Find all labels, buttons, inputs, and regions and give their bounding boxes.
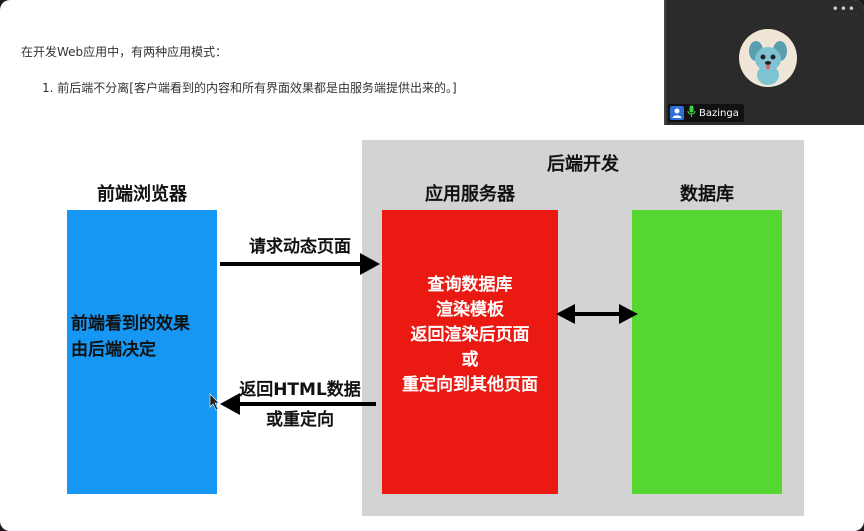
response-label: 返回HTML数据 或重定向: [220, 375, 380, 435]
app-server-line-5: 重定向到其他页面: [402, 375, 538, 395]
frontend-box: [67, 210, 217, 494]
intro-text: 在开发Web应用中，有两种应用模式：: [21, 45, 228, 59]
app-server-box-text: 查询数据库 渲染模板 返回渲染后页面 或 重定向到其他页面: [382, 273, 558, 398]
response-label-line-2: 或重定向: [266, 410, 334, 430]
database-title: 数据库: [680, 184, 734, 205]
database-box: [632, 210, 782, 494]
mic-icon[interactable]: [687, 105, 696, 121]
frontend-box-line-1: 前端看到的效果: [71, 314, 190, 334]
user-icon: [670, 106, 684, 120]
response-arrow: [220, 393, 376, 415]
app-server-line-3: 返回渲染后页面: [410, 325, 530, 345]
dog-avatar: [739, 29, 797, 87]
frontend-box-line-2: 由后端决定: [71, 340, 156, 360]
mouse-cursor-icon: [209, 393, 220, 411]
app-server-title: 应用服务器: [425, 184, 515, 205]
participant-tag: Bazinga: [668, 104, 744, 122]
app-server-line-2: 渲染模板: [436, 300, 504, 320]
app-server-line-1: 查询数据库: [427, 275, 513, 295]
participant-name: Bazinga: [699, 107, 739, 119]
frontend-box-text: 前端看到的效果 由后端决定: [71, 311, 190, 363]
list-item-1: 1. 前后端不分离[客户端看到的内容和所有界面效果都是由服务端提供出来的。]: [42, 81, 457, 95]
more-icon[interactable]: •••: [831, 2, 856, 16]
bidirectional-arrow: [556, 304, 638, 324]
app-server-box: [382, 210, 558, 494]
app-server-line-4: 或: [461, 350, 479, 370]
frontend-title: 前端浏览器: [97, 184, 187, 205]
video-panel[interactable]: •••: [664, 0, 864, 125]
backend-title: 后端开发: [547, 154, 619, 175]
response-label-line-1: 返回HTML数据: [239, 380, 361, 400]
request-label: 请求动态页面: [249, 237, 351, 257]
request-arrow: [220, 253, 380, 275]
